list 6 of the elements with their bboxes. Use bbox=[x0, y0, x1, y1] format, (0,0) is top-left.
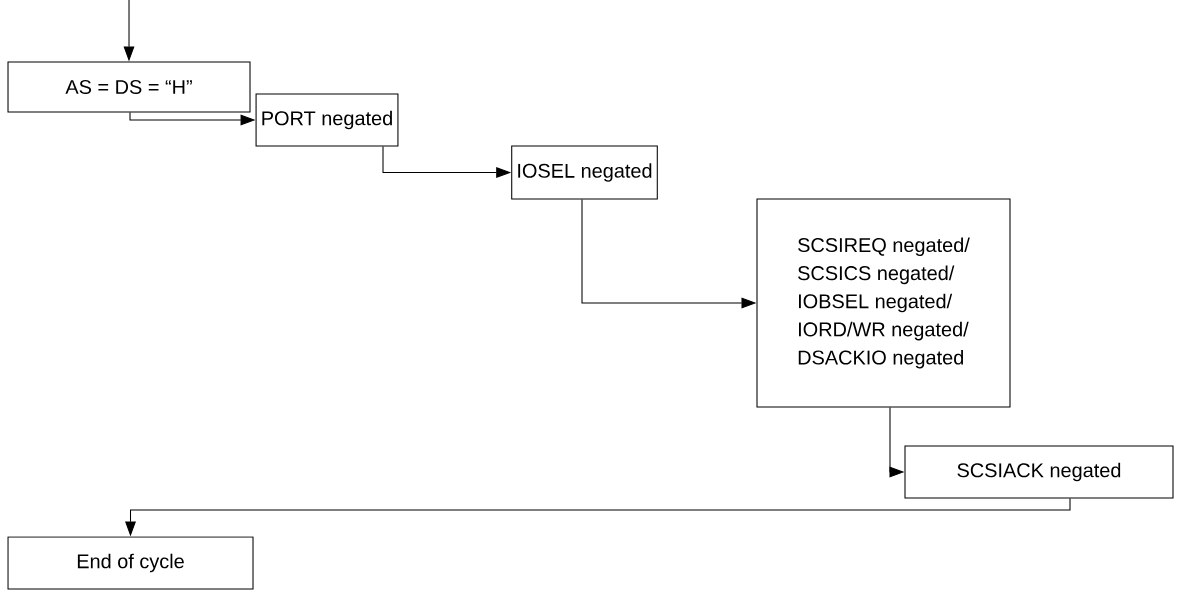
process-box: AS = DS = “H” bbox=[7, 61, 251, 113]
process-box: End of cycle bbox=[7, 536, 254, 590]
process-box: SCSIREQ negated/ SCSICS negated/ IOBSEL negated/ IORD/WR negated/ DSACKIO negated bbox=[756, 198, 1011, 408]
process-box: PORT negated bbox=[255, 93, 399, 147]
process-box: IOSEL negated bbox=[511, 145, 658, 200]
process-box: SCSIACK negated bbox=[904, 445, 1174, 499]
